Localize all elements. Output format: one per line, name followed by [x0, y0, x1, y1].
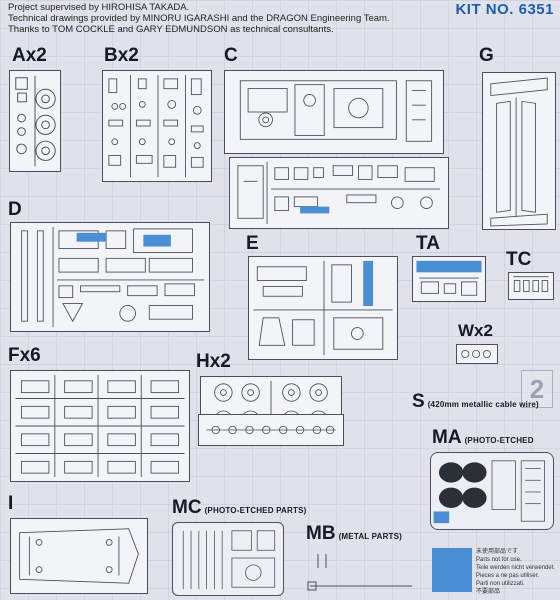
sprue-hx2-lower-drawing [206, 425, 336, 435]
sprue-c-upper-frame [224, 70, 444, 154]
sprue-tc-frame [508, 272, 554, 300]
sprue-i-drawing [19, 528, 139, 584]
sprue-wx2-frame [456, 344, 498, 364]
sprue-label-ta: TA [416, 233, 440, 254]
sprue-label-bx2: Bx2 [104, 45, 139, 66]
sprue-i-frame [10, 518, 148, 594]
d-unused-part-highlight [143, 234, 171, 247]
sprue-label-tc: TC [506, 249, 532, 270]
sprue-label-i: I [8, 493, 14, 514]
sprue-s-note: (420mm metallic cable wire) [427, 400, 539, 409]
unused-parts-legend-swatch [432, 548, 472, 592]
sprue-d-drawing [21, 226, 205, 328]
d-unused-part-highlight [76, 232, 107, 242]
sprue-d-frame [10, 222, 210, 332]
credit-line: Thanks to TOM COCKLE and GARY EDMUNDSON … [8, 24, 334, 35]
sprue-fx6-frame [10, 370, 190, 482]
c-unused-part-highlight [300, 206, 330, 214]
legend-line: Parts not for use. [476, 557, 522, 563]
sprue-mc-drawing [182, 530, 276, 590]
credit-line: Project supervised by HIROHISA TAKADA. [8, 2, 190, 13]
ma-unused-part-highlight [433, 511, 450, 524]
e-unused-part-highlight [363, 260, 374, 307]
sprue-label-c: C [224, 45, 238, 66]
mb-metal-parts-drawing [307, 554, 412, 591]
sprue-label-g: G [479, 45, 494, 66]
sprue-mc-letter: MC [172, 497, 202, 518]
sprue-ax2-frame [9, 70, 61, 172]
sprue-label-s: S(420mm metallic cable wire) [412, 392, 539, 411]
sprue-label-d: D [8, 199, 22, 220]
sprue-fx6-drawing [15, 374, 185, 478]
sprue-label-e: E [246, 233, 259, 254]
sprue-mc-frame [172, 522, 284, 596]
sprue-c-lower-drawing [237, 161, 441, 225]
sprue-tc-drawing [513, 276, 549, 292]
legend-line: Parti non utilizzati. [476, 581, 525, 587]
credits: Project supervised by HIROHISA TAKADA. T… [8, 2, 390, 35]
legend-line: 不要部品 [476, 589, 501, 595]
page-mark: 2 [521, 370, 553, 408]
sprue-mc-note: (PHOTO-ETCHED PARTS) [204, 506, 307, 515]
legend-line: Teile werden nicht verwendet. [476, 565, 556, 571]
sprue-bx2-drawing [108, 74, 204, 178]
sprue-ma-drawing [433, 460, 546, 524]
sprue-wx2-drawing [461, 349, 491, 359]
sprue-hx2-lower-frame [198, 414, 344, 446]
legend-line: 未使用部品です [476, 549, 519, 555]
sprue-label-wx2: Wx2 [458, 321, 493, 340]
unused-parts-legend: 未使用部品です Parts not for use. Teile werden … [476, 548, 555, 596]
sprue-bx2-frame [102, 70, 212, 182]
sprue-s-letter: S [412, 391, 425, 412]
sprue-g-frame [482, 72, 556, 230]
ta-unused-part-highlight [416, 260, 482, 273]
sprue-ta-frame [412, 256, 486, 302]
sprue-ta-drawing [416, 260, 482, 296]
sprue-c-lower-frame [229, 157, 449, 229]
sprue-ax2-drawing [15, 75, 56, 167]
sprue-mb-note: (METAL PARTS) [338, 532, 403, 541]
credit-line: Technical drawings provided by MINORU IG… [8, 13, 390, 24]
kit-number: KIT NO. 6351 [455, 1, 554, 18]
sprue-mb-letter: MB [306, 523, 336, 544]
sprue-label-mc: MC(PHOTO-ETCHED PARTS) [172, 498, 307, 517]
sprue-label-hx2: Hx2 [196, 351, 231, 372]
sprue-label-mb: MB(METAL PARTS) [306, 524, 402, 543]
legend-line: Pieces a ne pas utiliser. [476, 573, 540, 579]
sprue-label-fx6: Fx6 [8, 345, 41, 366]
sprue-g-drawing [490, 77, 548, 227]
sprue-e-frame [248, 256, 398, 360]
sprue-c-upper-drawing [239, 80, 433, 142]
sprue-ma-letter: MA [432, 427, 462, 448]
sprue-label-ax2: Ax2 [12, 45, 47, 66]
sprue-ma-frame [430, 452, 554, 530]
sprue-e-drawing [253, 260, 393, 356]
